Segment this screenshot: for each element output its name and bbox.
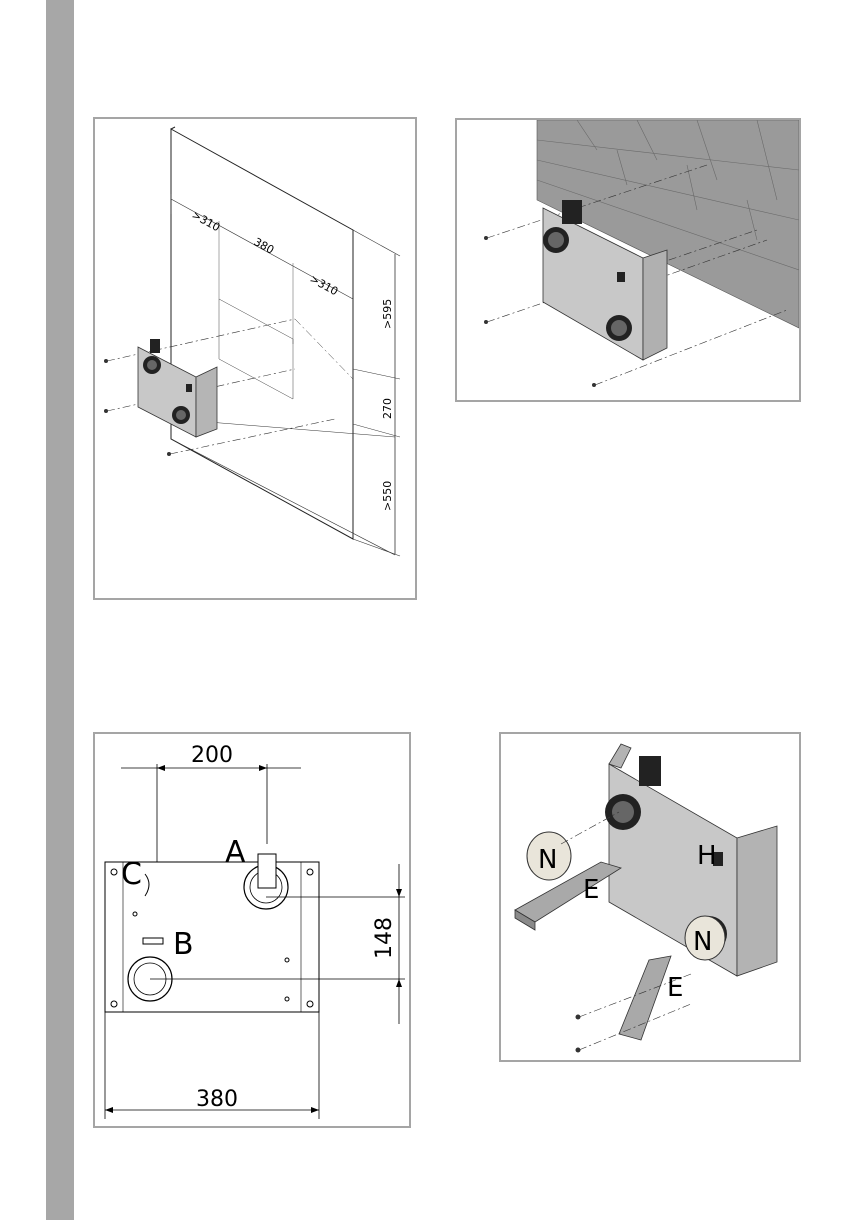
dim-unit-height: 270 [381, 398, 394, 419]
figure-bracket-assembly: N N E E H [499, 732, 801, 1062]
label-c: C [121, 857, 142, 892]
bracket-assembly-drawing: N N E E H [501, 734, 799, 1060]
page-side-bar [46, 0, 74, 1220]
figure-brick-wall-mounting [455, 118, 801, 402]
dim-bottom-clearance: >550 [381, 481, 394, 511]
label-n-upper: N [538, 845, 557, 875]
figure-wall-clearance: >310 380 >310 >595 270 >550 [93, 117, 417, 600]
wall-clearance-drawing: >310 380 >310 >595 270 >550 [95, 119, 415, 598]
label-b: B [173, 927, 194, 962]
unit-dimensions-drawing: 200 148 380 [95, 734, 409, 1126]
label-e-lower: E [667, 973, 683, 1003]
dim-spigot-spacing: 200 [191, 743, 233, 768]
brick-wall-drawing [457, 120, 799, 400]
dim-top-clearance: >595 [381, 299, 394, 329]
dim-unit-width: 380 [196, 1087, 238, 1112]
label-e-upper: E [583, 875, 599, 905]
figure-unit-dimensions: 200 148 380 [93, 732, 411, 1128]
dim-vertical-spacing: 148 [372, 917, 397, 959]
label-n-lower: N [693, 927, 712, 957]
label-spigot-a: A [225, 835, 246, 870]
label-h: H [697, 841, 717, 871]
